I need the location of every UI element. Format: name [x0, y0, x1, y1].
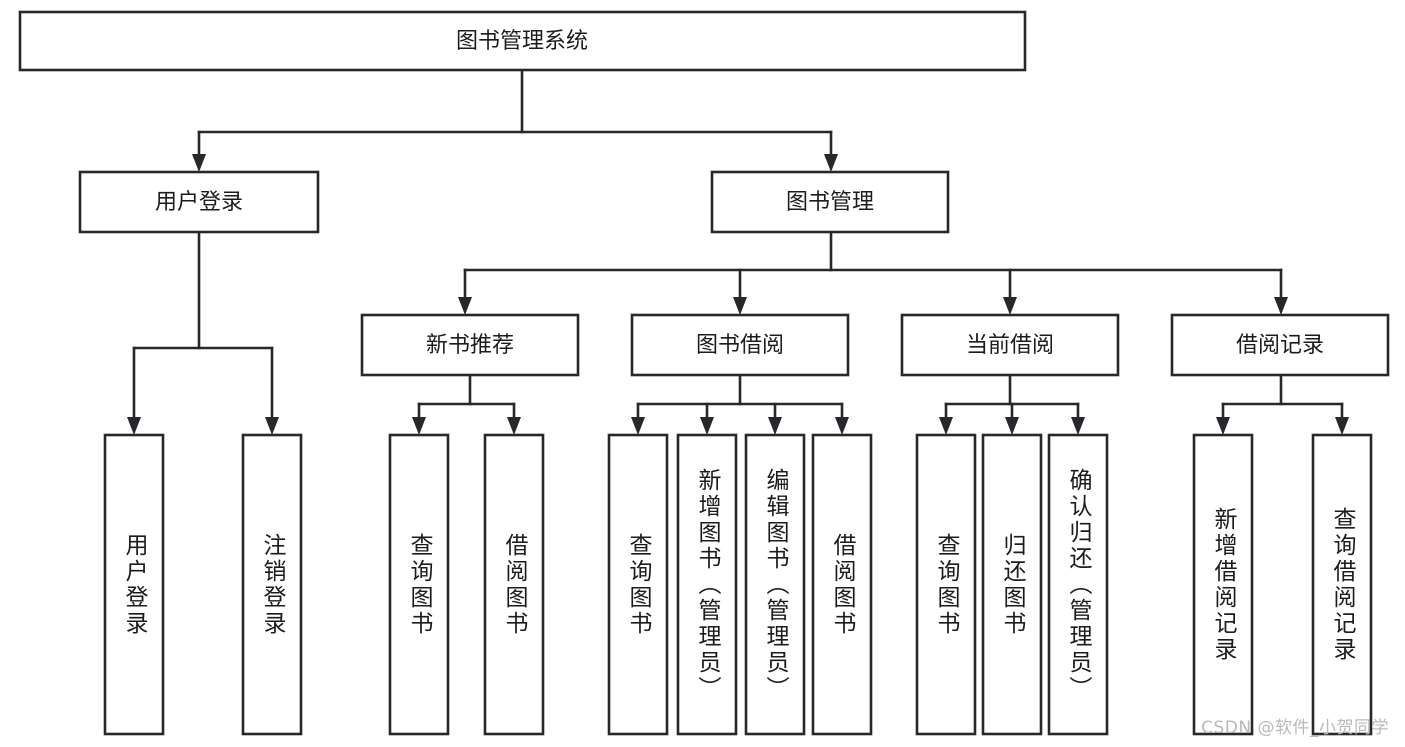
arrowhead-records-l1: [1216, 417, 1230, 435]
leaf-borrow-borrow-book-label: 借阅图书: [829, 533, 857, 637]
leaf-new-book-borrow-box: [483, 433, 545, 736]
arrowhead-userlogin-l1: [127, 417, 141, 435]
leaf-current-confirm-return-admin-label: 确认归还（管理员）: [1065, 468, 1093, 702]
node-current-borrow-box: [900, 313, 1120, 377]
leaf-borrow-edit-book-admin-label: 编辑图书（管理员）: [762, 468, 790, 702]
leaf-new-book-query-label: 查询图书: [406, 533, 434, 637]
leaf-current-return-book-label: 归还图书: [999, 533, 1027, 637]
leaf-borrow-borrow-book[interactable]: 借阅图书: [811, 433, 873, 736]
leaf-current-query[interactable]: 查询图书: [915, 433, 977, 736]
leaf-new-book-query[interactable]: 查询图书: [388, 433, 450, 736]
node-user-login-box: [78, 170, 320, 234]
leaf-records-add-label: 新增借阅记录: [1210, 507, 1238, 663]
node-current-borrow-label: 当前借阅: [966, 333, 1054, 358]
node-root-system-label: 图书管理系统: [456, 29, 588, 54]
leaf-records-add-box: [1192, 433, 1254, 736]
leaf-borrow-query[interactable]: 查询图书: [607, 433, 669, 736]
node-book-borrow-label: 图书借阅: [696, 333, 784, 358]
leaf-current-return-book-box: [981, 433, 1043, 736]
leaf-borrow-add-book-admin-label: 新增图书（管理员）: [694, 468, 722, 702]
arrowhead-book-borrow: [733, 297, 747, 315]
node-current-borrow[interactable]: 当前借阅: [900, 313, 1120, 377]
leaf-records-query-label: 查询借阅记录: [1329, 507, 1357, 663]
leaf-records-add[interactable]: 新增借阅记录: [1192, 433, 1254, 736]
leaf-user-login-login-box: [103, 433, 165, 736]
arrowhead-current-l3: [1071, 417, 1085, 435]
leaf-new-book-borrow[interactable]: 借阅图书: [483, 433, 545, 736]
node-root-system[interactable]: 图书管理系统: [18, 10, 1027, 72]
leaf-user-login-login-label: 用户登录: [121, 533, 149, 637]
node-new-book-recommend[interactable]: 新书推荐: [360, 313, 580, 377]
arrowhead-borrow-records: [1274, 297, 1288, 315]
node-book-borrow[interactable]: 图书借阅: [630, 313, 850, 377]
leaf-borrow-query-label: 查询图书: [625, 533, 653, 637]
node-user-login-label: 用户登录: [155, 190, 243, 215]
node-new-book-recommend-label: 新书推荐: [426, 333, 514, 358]
arrowhead-borrow-l3: [768, 417, 782, 435]
arrowhead-borrow-l4: [835, 417, 849, 435]
arrowhead-records-l2: [1335, 417, 1349, 435]
edges-layer: [127, 68, 1349, 435]
arrowhead-borrow-l1: [631, 417, 645, 435]
arrowhead-user-login: [192, 154, 206, 172]
node-book-management-label: 图书管理: [786, 190, 874, 215]
arrowhead-book-mgmt: [824, 154, 838, 172]
leaf-current-confirm-return-admin-box: [1047, 433, 1109, 736]
leaf-new-book-query-box: [388, 433, 450, 736]
leaf-borrow-add-book-admin[interactable]: 新增图书（管理员）: [676, 433, 738, 736]
leaf-new-book-borrow-label: 借阅图书: [501, 533, 529, 637]
leaf-current-confirm-return-admin[interactable]: 确认归还（管理员）: [1047, 433, 1109, 736]
leaf-records-query-box: [1311, 433, 1373, 736]
leaf-borrow-borrow-book-box: [811, 433, 873, 736]
leaf-user-login-login[interactable]: 用户登录: [103, 433, 165, 736]
node-book-management[interactable]: 图书管理: [710, 170, 950, 234]
node-user-login[interactable]: 用户登录: [78, 170, 320, 234]
arrowhead-current-l2: [1005, 417, 1019, 435]
arrowhead-newbook-l1: [412, 417, 426, 435]
leaf-borrow-edit-book-admin[interactable]: 编辑图书（管理员）: [744, 433, 806, 736]
leaf-user-login-logout[interactable]: 注销登录: [241, 433, 303, 736]
leaf-records-query[interactable]: 查询借阅记录: [1311, 433, 1373, 736]
arrowhead-newbook-l2: [507, 417, 521, 435]
node-borrow-records[interactable]: 借阅记录: [1170, 313, 1390, 377]
arrowhead-current-borrow: [1003, 297, 1017, 315]
node-borrow-records-box: [1170, 313, 1390, 377]
leaf-borrow-add-book-admin-box: [676, 433, 738, 736]
node-book-borrow-box: [630, 313, 850, 377]
node-book-management-box: [710, 170, 950, 234]
leaf-borrow-query-box: [607, 433, 669, 736]
arrowhead-new-book: [458, 297, 472, 315]
leaf-current-query-box: [915, 433, 977, 736]
node-borrow-records-label: 借阅记录: [1236, 333, 1324, 358]
leaf-user-login-logout-label: 注销登录: [259, 533, 287, 637]
leaf-borrow-edit-book-admin-box: [744, 433, 806, 736]
leaf-user-login-logout-box: [241, 433, 303, 736]
leaf-current-return-book[interactable]: 归还图书: [981, 433, 1043, 736]
node-new-book-recommend-box: [360, 313, 580, 377]
arrowhead-current-l1: [939, 417, 953, 435]
arrowhead-userlogin-l2: [265, 417, 279, 435]
leaf-current-query-label: 查询图书: [933, 533, 961, 637]
node-root-system-box: [18, 10, 1027, 72]
arrowhead-borrow-l2: [700, 417, 714, 435]
